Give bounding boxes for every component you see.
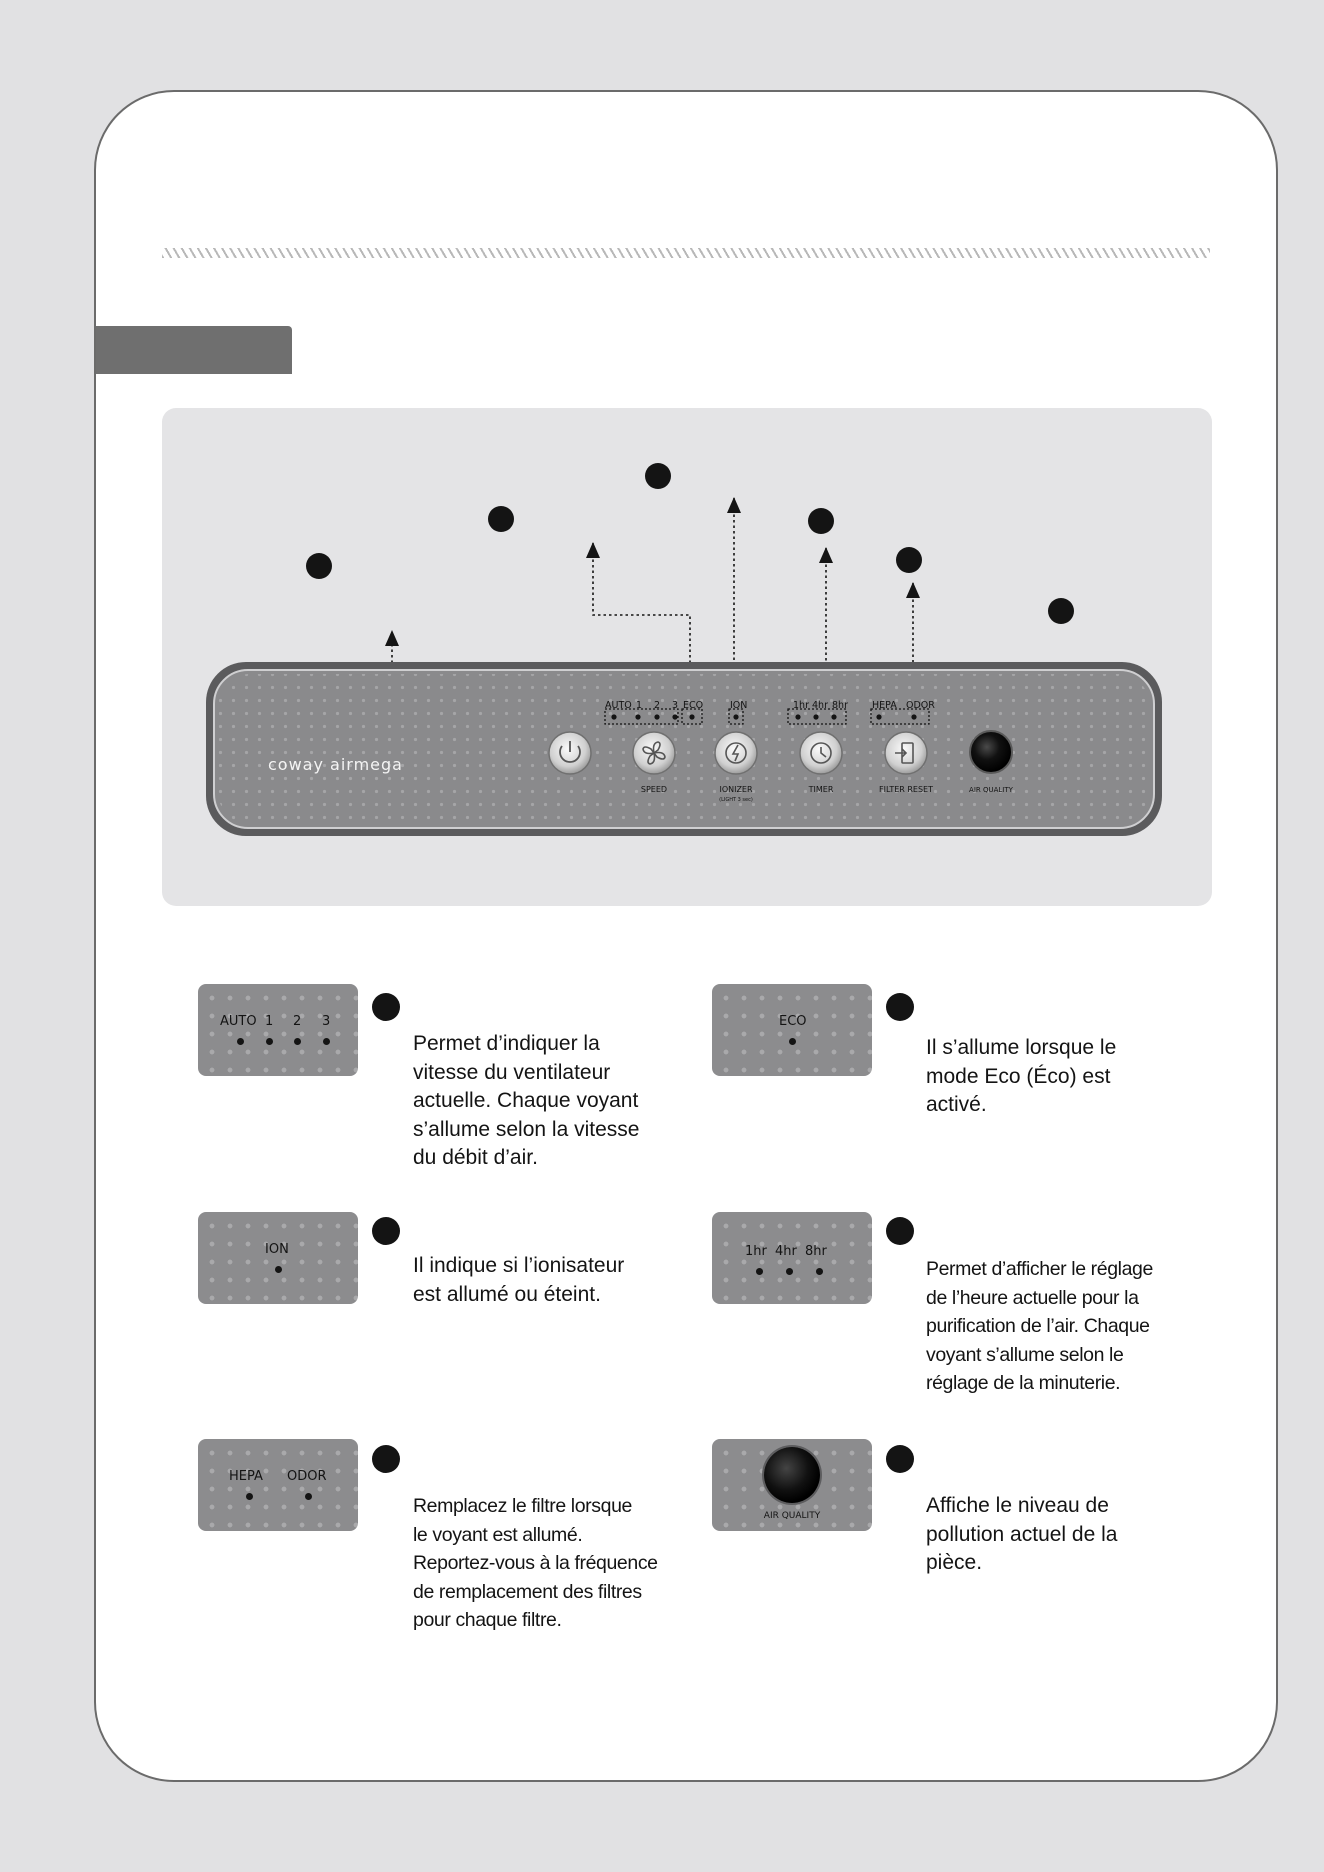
- card-label-auto: AUTO: [220, 1014, 257, 1029]
- svg-text:ION: ION: [730, 700, 747, 711]
- air-quality-indicator: [969, 730, 1013, 774]
- svg-text:HEPA: HEPA: [872, 700, 897, 711]
- speed-indicator-card: AUTO 1 2 3: [198, 984, 358, 1076]
- callout-bullet-4: [808, 508, 834, 534]
- led: [786, 1268, 793, 1275]
- callout-bullet-1: [306, 553, 332, 579]
- timer-label: TIMER: [808, 785, 834, 794]
- svg-text:AUTO: AUTO: [605, 700, 632, 711]
- svg-text:3: 3: [672, 700, 678, 711]
- card-label-1hr: 1hr: [745, 1244, 767, 1259]
- svg-text:ECO: ECO: [683, 700, 703, 711]
- filter-indicator-card: HEPA ODOR: [198, 1439, 358, 1531]
- ionizer-label: IONIZER: [719, 785, 753, 794]
- air-quality-sensor-icon: [764, 1447, 820, 1503]
- filter-reset-button[interactable]: [884, 731, 928, 775]
- card-label-hepa: HEPA: [229, 1469, 263, 1484]
- callout-bullet-6: [1048, 598, 1074, 624]
- control-panel-diagram: coway airmega AUTO 1 2 3 ECO ION 1hr 4hr…: [206, 463, 1162, 836]
- control-panel-illustration: coway airmega AUTO 1 2 3 ECO ION 1hr 4hr…: [162, 408, 1212, 906]
- fan-icon: [642, 741, 666, 765]
- svg-text:ODOR: ODOR: [906, 700, 935, 711]
- indicator-labels: AUTO 1 2 3 ECO ION 1hr 4hr 8hr HEPA ODOR: [605, 700, 935, 711]
- svg-text:1: 1: [636, 700, 642, 711]
- power-icon: [559, 745, 581, 763]
- air-quality-label: AIR QUALITY: [969, 786, 1014, 794]
- led: [305, 1493, 312, 1500]
- manual-page: coway airmega AUTO 1 2 3 ECO ION 1hr 4hr…: [94, 90, 1278, 1782]
- callout-bullet-eco: [886, 993, 914, 1021]
- svg-text:1hr: 1hr: [793, 700, 809, 711]
- air-quality-card: AIR QUALITY: [712, 1439, 872, 1531]
- speed-button[interactable]: [632, 731, 676, 775]
- svg-text:4hr: 4hr: [812, 700, 828, 711]
- callout-bullet-5: [896, 547, 922, 573]
- timer-indicator-card: 1hr 4hr 8hr: [712, 1212, 872, 1304]
- led: [789, 1038, 796, 1045]
- led: [275, 1266, 282, 1273]
- lightning-icon: [725, 742, 747, 764]
- led: [756, 1268, 763, 1275]
- callout-bullet-speed: [372, 993, 400, 1021]
- eco-indicator-card: ECO: [712, 984, 872, 1076]
- led: [816, 1268, 823, 1275]
- card-label-odor: ODOR: [287, 1469, 327, 1484]
- brand-logo: coway airmega: [268, 755, 403, 774]
- callout-bullet-3: [645, 463, 671, 489]
- filter-icon: [895, 742, 914, 764]
- ion-indicator-card: ION: [198, 1212, 358, 1304]
- timer-button[interactable]: [799, 731, 843, 775]
- ionizer-button[interactable]: [714, 731, 758, 775]
- led: [246, 1493, 253, 1500]
- card-label-2: 2: [293, 1014, 302, 1029]
- card-label-3: 3: [322, 1014, 331, 1029]
- callout-bullet-air-quality: [886, 1445, 914, 1473]
- callout-bullet-ion: [372, 1217, 400, 1245]
- callout-bullet-2: [488, 506, 514, 532]
- callout-bullet-filter: [372, 1445, 400, 1473]
- speed-label: SPEED: [641, 785, 667, 794]
- section-tab: [96, 326, 292, 374]
- callout-bullet-timer: [886, 1217, 914, 1245]
- ionizer-sublabel: (LIGHT 3 sec): [719, 797, 753, 803]
- card-label-air-quality: AIR QUALITY: [763, 1511, 821, 1521]
- led: [237, 1038, 244, 1045]
- svg-text:2: 2: [654, 700, 660, 711]
- card-label-ion: ION: [265, 1242, 289, 1257]
- svg-text:8hr: 8hr: [832, 700, 848, 711]
- card-label-eco: ECO: [779, 1014, 807, 1029]
- filter-reset-label: FILTER RESET: [879, 785, 933, 794]
- decorative-hatch-divider: [162, 248, 1210, 258]
- indicator-leds: [611, 714, 917, 720]
- led: [294, 1038, 301, 1045]
- clock-icon: [810, 742, 832, 764]
- card-label-4hr: 4hr: [775, 1244, 797, 1259]
- card-label-1: 1: [265, 1014, 274, 1029]
- card-label-8hr: 8hr: [805, 1244, 827, 1259]
- power-button[interactable]: [548, 731, 592, 775]
- led: [323, 1038, 330, 1045]
- led: [266, 1038, 273, 1045]
